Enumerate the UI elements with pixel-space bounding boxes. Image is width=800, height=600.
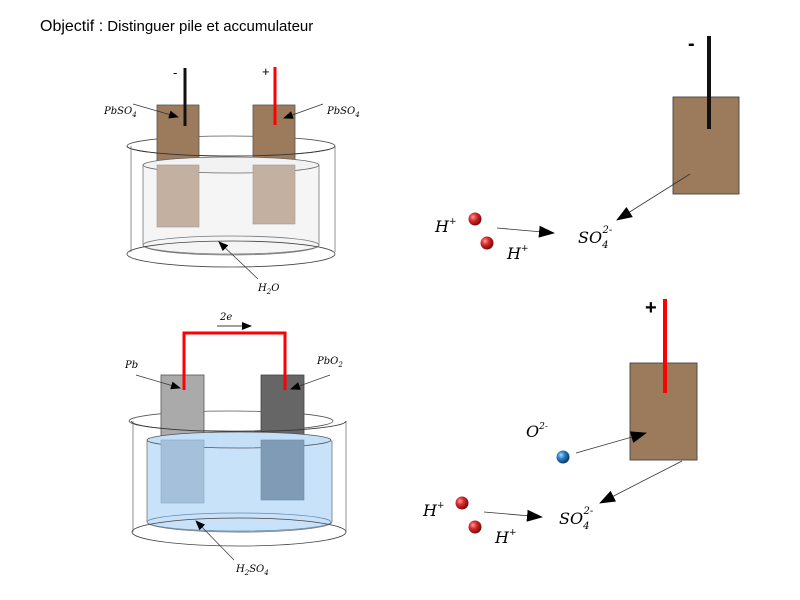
solution-bottom (146, 512, 332, 532)
electrode-negative (672, 96, 740, 195)
electrode-pb-submerged (160, 439, 205, 504)
external-circuit-wire (182, 331, 287, 390)
solution-bottom (142, 235, 320, 255)
label-pbo2: PbO2 (316, 356, 343, 369)
beaker-bottom (126, 240, 336, 268)
cell-charged: 2e Pb PbO2 H2SO4 (124, 312, 347, 577)
label-h2o: H2O (257, 283, 279, 296)
page-title: Objectif : Distinguer pile et accumulate… (40, 18, 313, 36)
arrow-oxide-to-electrode (575, 431, 647, 454)
beaker-rim-back (128, 410, 334, 432)
arrow-ions-to-sulfate (496, 225, 555, 238)
negative-electrode-reaction: - H+ H+ SO42- (434, 33, 740, 263)
title-prefix: Objectif : (40, 18, 104, 35)
positive-sign: + (645, 297, 657, 319)
arrow-to-sulfate (599, 460, 683, 504)
label-sulfate: SO42- (578, 225, 613, 251)
beaker-rim-front (130, 420, 347, 432)
electrode-left-submerged (156, 164, 200, 228)
h-plus-ion-2 (480, 236, 494, 250)
arrow-ions-to-sulfate (483, 509, 543, 522)
electrode-pbo2-submerged (260, 439, 305, 501)
label-h2so4: H2SO4 (235, 564, 269, 577)
label-h-plus-1: H+ (422, 501, 445, 520)
electrode-pbo2 (260, 374, 305, 438)
positive-sign: + (262, 64, 270, 79)
label-left-pbso4: PbSO4 (103, 106, 137, 119)
label-electrons: 2e (219, 312, 232, 323)
negative-sign: - (688, 33, 695, 55)
label-sulfate: SO42- (559, 506, 594, 532)
label-right-pbso4: PbSO4 (326, 106, 360, 119)
title-text: Distinguer pile et accumulateur (103, 18, 314, 35)
electrode-right-submerged (252, 164, 296, 225)
beaker-bottom (131, 517, 347, 547)
h-plus-ion-1 (455, 496, 469, 510)
o2-minus-ion (556, 450, 570, 464)
label-h-plus-1: H+ (434, 217, 457, 236)
h-plus-ion-2 (468, 520, 482, 534)
h-plus-ion-1 (468, 212, 482, 226)
arrow-to-sulfate (616, 173, 691, 221)
electrode-left-pbso4 (156, 104, 200, 166)
cell-discharged: - + PbSO4 PbSO4 H2O (103, 64, 360, 296)
beaker-rim-front (126, 145, 336, 157)
label-o2-minus: O2- (526, 422, 548, 441)
label-pb: Pb (124, 360, 138, 371)
label-h-plus-2: H+ (494, 528, 517, 547)
positive-electrode-reaction: + O2- H+ H+ SO42- (422, 297, 698, 547)
negative-sign: - (173, 65, 177, 80)
label-h-plus-2: H+ (506, 244, 529, 263)
